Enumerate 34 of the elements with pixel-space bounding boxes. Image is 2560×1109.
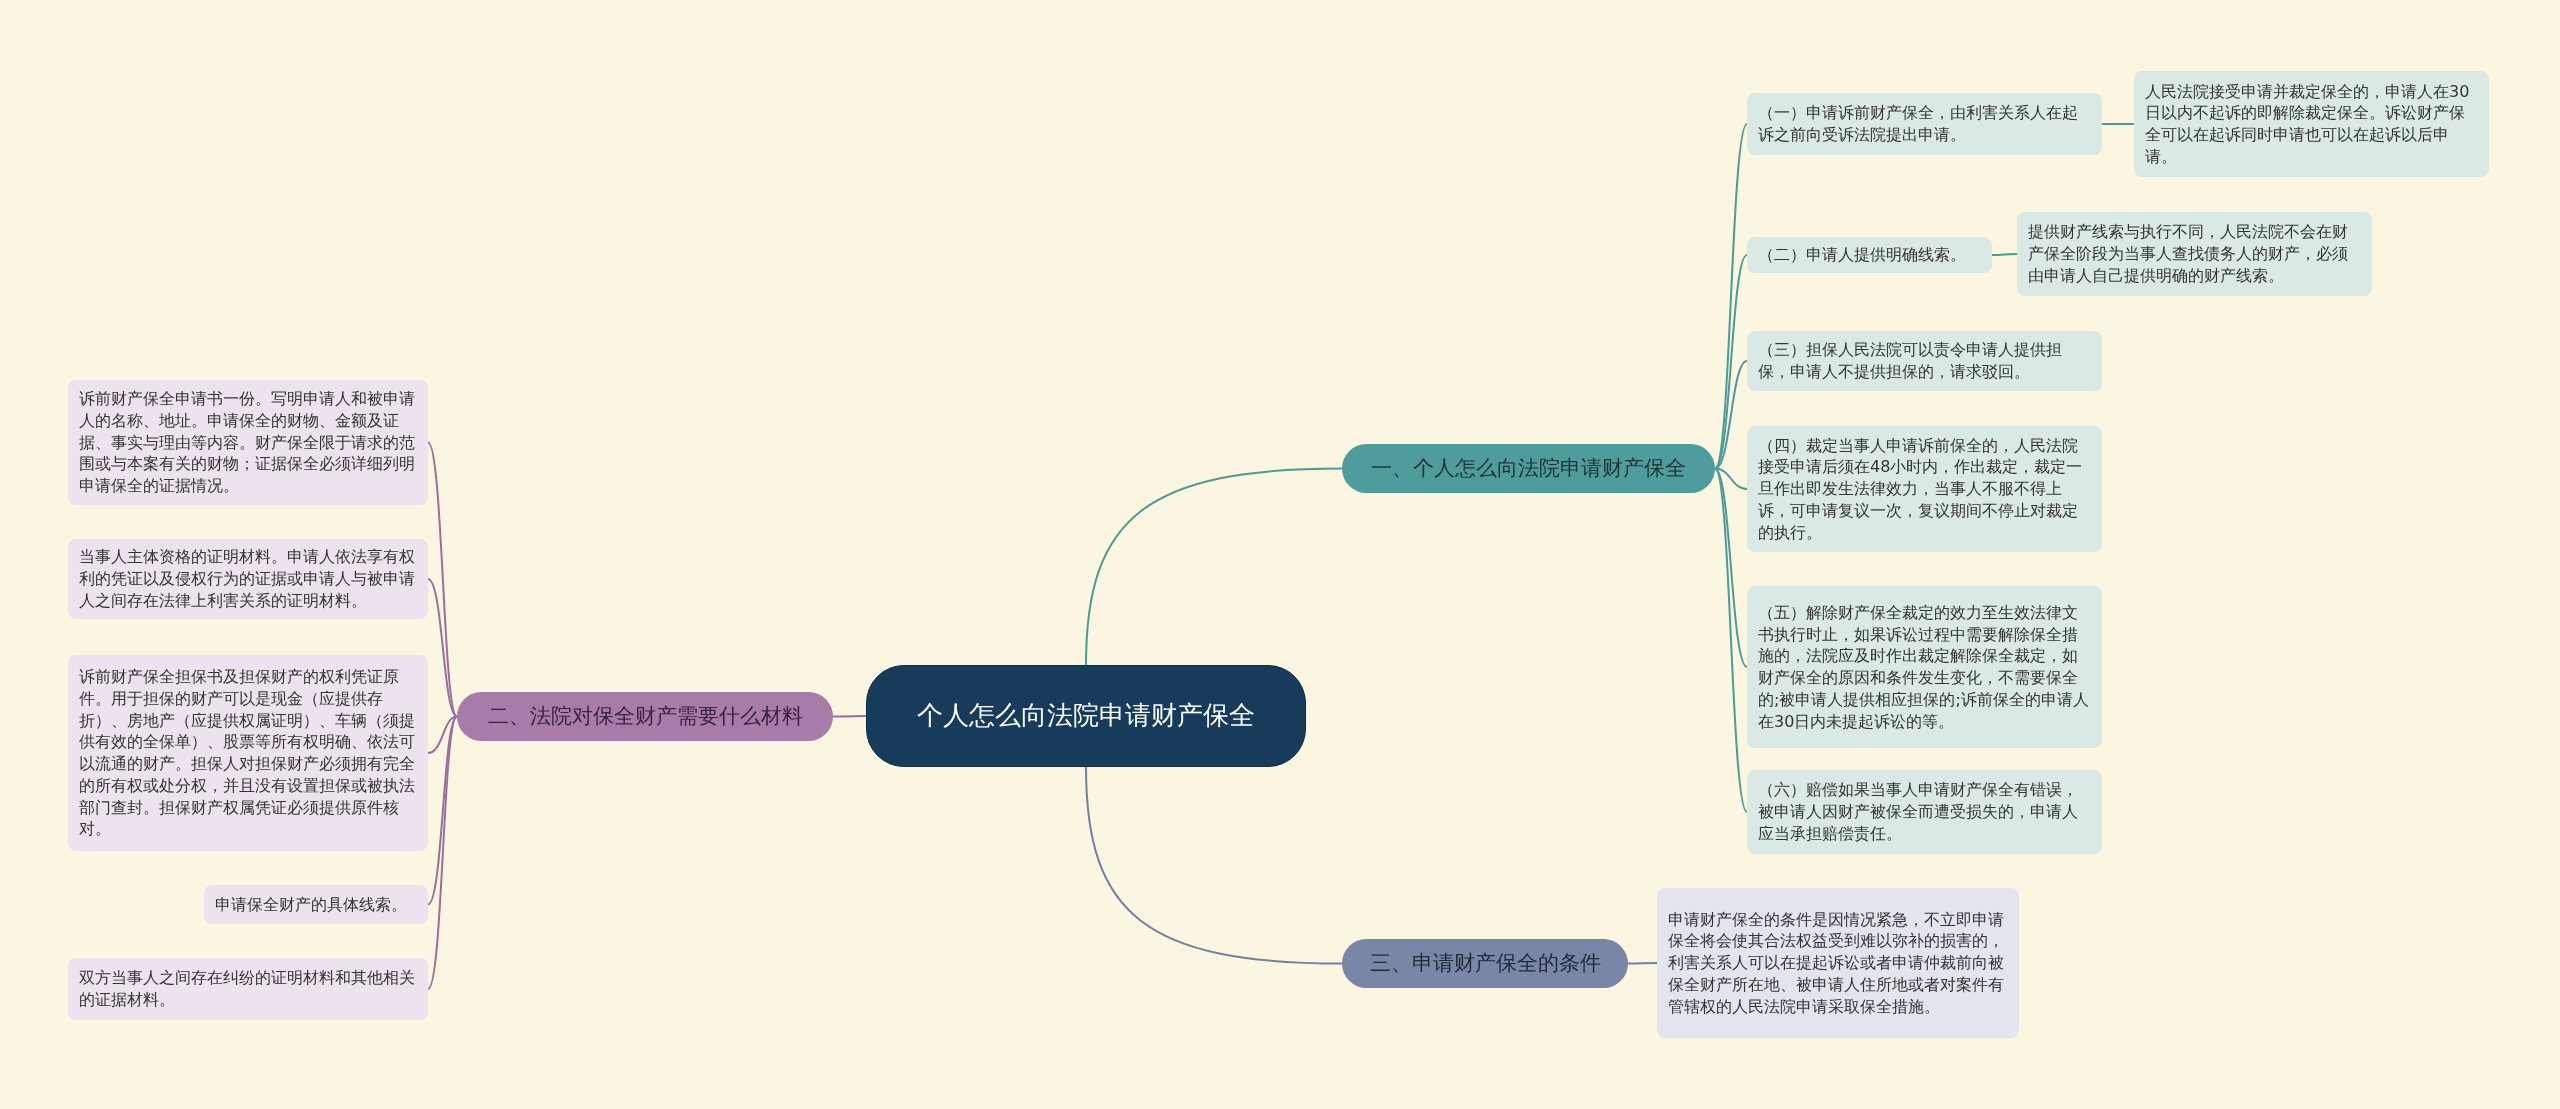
connector-line	[1085, 766, 1343, 965]
connector-line	[427, 578, 458, 718]
connector-line	[832, 715, 867, 718]
leaf-note: 诉前财产保全申请书一份。写明申请人和被申请人的名称、地址。申请保全的财物、金额及证据、事实与理由等内容。财产保全限于请求的范围或与本案有关的财物；证据保全必须详细列明申请保全的证据情况。	[68, 380, 428, 505]
leaf-note: （二）申请人提供明确线索。	[1747, 237, 1992, 273]
leaf-note: 申请财产保全的条件是因情况紧急，不立即申请保全将会使其合法权益受到难以弥补的损害的，利害关系人可以在提起诉讼或者申请仲裁前向被保全财产所在地、被申请人住所地或者对案件有管辖权的人民法院申请采取保全措施。	[1657, 888, 2019, 1038]
connector-line	[1714, 467, 1748, 490]
central-topic: 个人怎么向法院申请财产保全	[866, 665, 1306, 767]
connector-line	[1714, 360, 1748, 470]
leaf-note: （六）赔偿如果当事人申请财产保全有错误，被申请人因财产被保全而遭受损失的，申请人应当承担赔偿责任。	[1747, 770, 2102, 854]
connector-line	[1714, 467, 1748, 668]
connector-line	[2101, 123, 2135, 125]
connector-line	[1714, 467, 1748, 813]
connector-line	[427, 441, 458, 718]
leaf-note: 双方当事人之间存在纠纷的证明材料和其他相关的证据材料。	[68, 958, 428, 1020]
leaf-note: 当事人主体资格的证明材料。申请人依法享有权利的凭证以及侵权行为的证据或申请人与被申请人之间存在法律上利害关系的证明材料。	[68, 539, 428, 619]
connector-line	[427, 715, 458, 754]
leaf-note: 人民法院接受申请并裁定保全的，申请人在30日以内不起诉的即解除裁定保全。诉讼财产保全可以在起诉同时申请也可以在起诉以后申请。	[2134, 71, 2489, 177]
leaf-note: 申请保全财产的具体线索。	[204, 885, 428, 924]
branch-topic: 三、申请财产保全的条件	[1342, 939, 1628, 988]
leaf-note: （三）担保人民法院可以责令申请人提供担保，申请人不提供担保的，请求驳回。	[1747, 331, 2102, 391]
connector-line	[1714, 254, 1748, 470]
branch-topic: 二、法院对保全财产需要什么材料	[457, 692, 833, 741]
connector-line	[1991, 253, 2018, 256]
branch-topic: 一、个人怎么向法院申请财产保全	[1342, 444, 1715, 493]
leaf-note: （一）申请诉前财产保全，由利害关系人在起诉之前向受诉法院提出申请。	[1747, 93, 2102, 155]
leaf-note: 提供财产线索与执行不同，人民法院不会在财产保全阶段为当事人查找债务人的财产，必须由申请人自己提供明确的财产线索。	[2017, 212, 2372, 296]
leaf-note: （五）解除财产保全裁定的效力至生效法律文书执行时止，如果诉讼过程中需要解除保全措施的，法院应及时作出裁定解除保全裁定，如财产保全的原因和条件发生变化，不需要保全的;被申请人提供相应担保的;诉前保全的申请人在30日内未提起诉讼的等。	[1747, 586, 2102, 748]
connector-line	[427, 715, 458, 990]
connector-line	[1627, 962, 1658, 965]
connector-line	[1085, 467, 1343, 666]
leaf-note: 诉前财产保全担保书及担保财产的权利凭证原件。用于担保的财产可以是现金（应提供存折）、房地产（应提供权属证明）、车辆（须提供有效的全保单）、股票等所有权明确、依法可以流通的财产。担保人对担保财产必须拥有完全的所有权或处分权，并且没有设置担保或被执法部门查封。担保财产权属凭证必须提供原件核对。	[68, 655, 428, 851]
leaf-note: （四）裁定当事人申请诉前保全的，人民法院接受申请后须在48小时内，作出裁定，裁定一旦作出即发生法律效力，当事人不服不得上诉，可申请复议一次，复议期间不停止对裁定的执行。	[1747, 426, 2102, 552]
connector-line	[427, 715, 458, 906]
